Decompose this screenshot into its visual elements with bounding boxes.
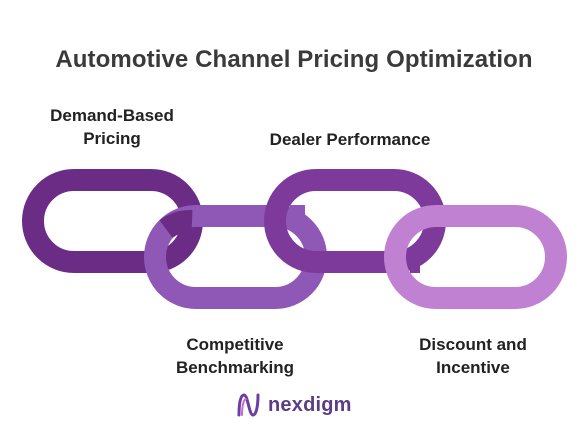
chain-link-4-ring (384, 205, 567, 309)
label-line: Pricing (83, 129, 141, 148)
label-line: Benchmarking (175, 358, 295, 377)
label-line: Demand-Based (50, 106, 174, 125)
link-label-demand-based-pricing: Demand-Based Pricing (22, 104, 202, 150)
logo-wordmark: nexdigm (268, 393, 352, 416)
label-line: Discount and (419, 335, 527, 354)
chain-link-1-overlap (159, 210, 193, 239)
label-line: Dealer Performance (269, 130, 431, 149)
link-label-competitive-benchmarking: Competitive Benchmarking (150, 333, 320, 379)
link-label-dealer-performance: Dealer Performance (248, 128, 452, 151)
nexdigm-logo-icon (237, 393, 260, 417)
label-line: Incentive (436, 358, 510, 377)
chain-link-4 (384, 205, 567, 309)
label-line: Competitive (186, 335, 284, 354)
brand-logo: nexdigm (236, 388, 352, 422)
link-label-discount-and-incentive: Discount and Incentive (388, 333, 558, 379)
diagram-title: Automotive Channel Pricing Optimization (55, 46, 533, 73)
